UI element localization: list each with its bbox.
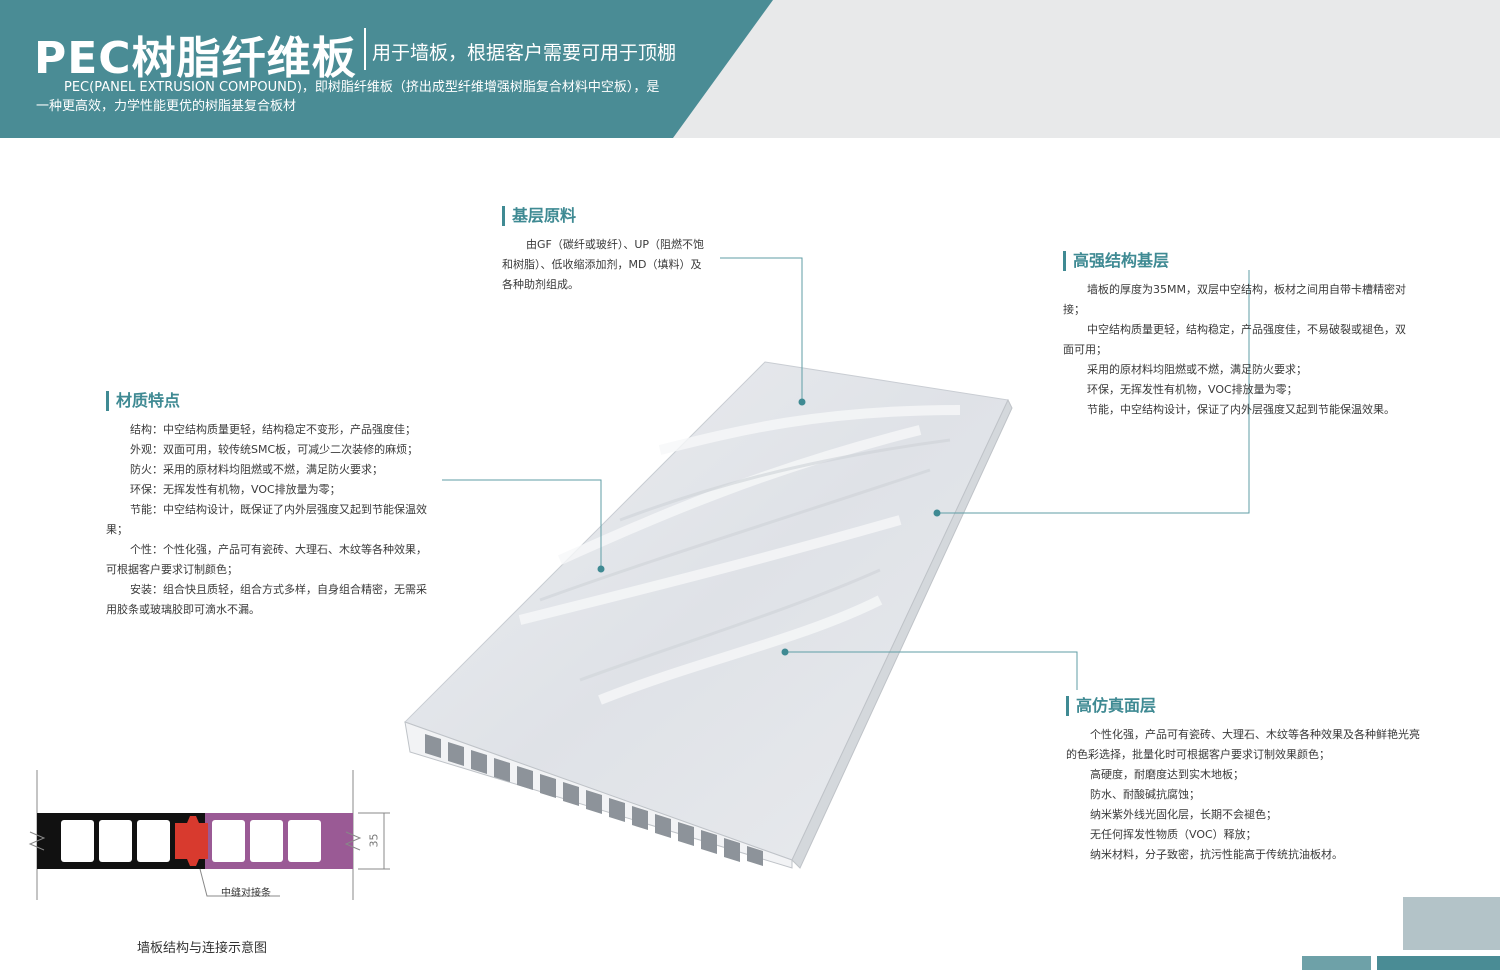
text-line: 接；	[1063, 303, 1085, 316]
text-line: 墙板的厚度为35MM，双层中空结构，板材之间用自带卡槽精密对	[1087, 283, 1406, 296]
corner-block-teal-2	[1377, 956, 1500, 970]
section-strong-structure-body: 墙板的厚度为35MM，双层中空结构，板材之间用自带卡槽精密对 接； 中空结构质量…	[1063, 280, 1423, 420]
section-face-layer-body: 个性化强，产品可有瓷砖、大理石、木纹等各种效果及各种鲜艳光亮 的色彩选择，批量化…	[1066, 725, 1438, 865]
section-material-features: 材质特点 结构：中空结构质量更轻，结构稳定不变形，产品强度佳； 外观：双面可用，…	[106, 391, 446, 620]
text-line: 环保：无挥发性有机物，VOC排放量为零；	[130, 483, 341, 496]
section-face-layer-title: 高仿真面层	[1066, 696, 1438, 716]
page-subtitle: 用于墙板，根据客户需要可用于顶棚	[372, 42, 677, 64]
section-base-material: 基层原料 由GF（碳纤或玻纤）、UP（阻燃不饱 和树脂）、低收缩添加剂，MD（填…	[502, 206, 727, 295]
cross-section-diagram	[28, 770, 390, 900]
text-line: 由GF（碳纤或玻纤）、UP（阻燃不饱	[526, 238, 705, 251]
text-line: 纳米材料，分子致密，抗污性能高于传统抗油板材。	[1090, 848, 1343, 861]
diagram-caption: 墙板结构与连接示意图	[137, 941, 268, 956]
text-line: 中空结构质量更轻，结构稳定，产品强度佳，不易破裂或褪色，双	[1087, 323, 1406, 336]
corner-block-teal-1	[1302, 956, 1371, 970]
section-strong-structure: 高强结构基层 墙板的厚度为35MM，双层中空结构，板材之间用自带卡槽精密对 接；…	[1063, 251, 1423, 420]
text-line: 的色彩选择，批量化时可根据客户要求订制效果颜色；	[1066, 748, 1330, 761]
section-material-features-title: 材质特点	[106, 391, 446, 411]
corner-block-light	[1403, 897, 1500, 950]
text-line: 用胶条或玻璃胶即可滴水不漏。	[106, 603, 260, 616]
text-line: 节能：中空结构设计，既保证了内外层强度又起到节能保温效	[130, 503, 427, 516]
section-face-layer: 高仿真面层 个性化强，产品可有瓷砖、大理石、木纹等各种效果及各种鲜艳光亮 的色彩…	[1066, 696, 1438, 865]
joint-strip-label: 中缝对接条	[221, 888, 271, 899]
dimension-label: 35	[367, 833, 381, 848]
header-teal-band	[0, 0, 773, 138]
title-separator	[364, 28, 366, 70]
leader-dots	[597, 398, 941, 656]
text-line: 环保，无挥发性有机物，VOC排放量为零；	[1087, 383, 1298, 396]
section-base-material-title: 基层原料	[502, 206, 727, 226]
section-material-features-body: 结构：中空结构质量更轻，结构稳定不变形，产品强度佳； 外观：双面可用，较传统SM…	[106, 420, 446, 620]
text-line: 高硬度，耐磨度达到实木地板；	[1090, 768, 1244, 781]
section-strong-structure-title: 高强结构基层	[1063, 251, 1423, 271]
text-line: 面可用；	[1063, 343, 1107, 356]
text-line: 节能，中空结构设计，保证了内外层强度又起到节能保温效果。	[1087, 403, 1395, 416]
text-line: 外观：双面可用，较传统SMC板，可减少二次装修的麻烦；	[130, 443, 419, 456]
text-line: 防火：采用的原材料均阻燃或不燃，满足防火要求；	[130, 463, 383, 476]
page-title: PEC树脂纤维板	[34, 33, 357, 84]
text-line: 个性化强，产品可有瓷砖、大理石、木纹等各种效果及各种鲜艳光亮	[1090, 728, 1420, 741]
marble-texture	[518, 405, 961, 705]
text-line: 各种助剂组成。	[502, 278, 579, 291]
text-line: 采用的原材料均阻燃或不燃，满足防火要求；	[1087, 363, 1307, 376]
text-line: 纳米紫外线光固化层，长期不会褪色；	[1090, 808, 1277, 821]
text-line: 无任何挥发性物质（VOC）释放；	[1090, 828, 1257, 841]
header-description-line-1: PEC(PANEL EXTRUSION COMPOUND)，即树脂纤维板（挤出成…	[64, 80, 660, 95]
text-line: 和树脂）、低收缩添加剂，MD（填料）及	[502, 258, 702, 271]
text-line: 防水、耐酸碱抗腐蚀；	[1090, 788, 1200, 801]
section-base-material-body: 由GF（碳纤或玻纤）、UP（阻燃不饱 和树脂）、低收缩添加剂，MD（填料）及 各…	[502, 235, 727, 295]
text-line: 安装：组合快且质轻，组合方式多样，自身组合精密，无需采	[130, 583, 427, 596]
panel-side-edge	[791, 398, 1013, 869]
text-line: 结构：中空结构质量更轻，结构稳定不变形，产品强度佳；	[130, 423, 416, 436]
text-line: 果；	[106, 523, 128, 536]
hollow-cells	[425, 734, 763, 866]
text-line: 可根据客户要求订制颜色；	[106, 563, 238, 576]
text-line: 个性：个性化强，产品可有瓷砖、大理石、木纹等各种效果，	[130, 543, 427, 556]
header-description-line-2: 一种更高效，力学性能更优的树脂基复合板材	[36, 99, 297, 114]
leader-lines	[442, 257, 1250, 690]
